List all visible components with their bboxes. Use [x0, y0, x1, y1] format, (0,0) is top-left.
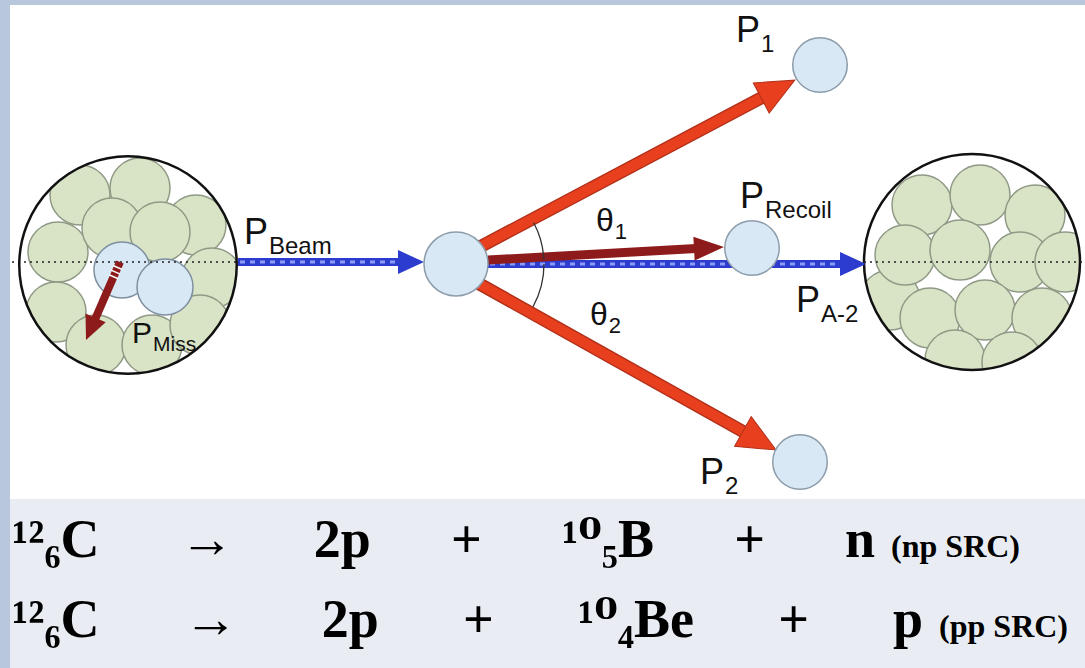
- momentum-symbol: P: [244, 214, 268, 250]
- angle-subscript: 2: [609, 315, 621, 337]
- momentum-subscript: 1: [761, 32, 774, 56]
- nucleon-ball: P1: [792, 37, 848, 93]
- angle-symbol: θ: [590, 298, 608, 330]
- momentum-subscript: Miss: [153, 333, 196, 354]
- nucleon: [930, 220, 990, 280]
- angle-arc: [534, 223, 544, 260]
- reaction-equation: ¹²₆C → 2p + ¹⁰₅B + n: [12, 512, 875, 566]
- angle-arc: [533, 264, 544, 307]
- angle-subscript: 1: [615, 221, 627, 243]
- momentum-symbol: P: [700, 454, 724, 490]
- target-nucleons: [26, 158, 242, 375]
- momentum-symbol: P: [740, 178, 764, 214]
- angle-symbol: θ: [596, 204, 614, 236]
- momentum-subscript: 2: [725, 474, 738, 498]
- beam-arrow: [238, 258, 400, 266]
- nucleon: [950, 165, 1010, 225]
- node-outline: [792, 37, 848, 93]
- momentum-subscript: A-2: [821, 302, 858, 326]
- struck-nucleon: [424, 232, 488, 296]
- ball-outline: [773, 435, 828, 490]
- equation-band: [10, 499, 1085, 668]
- residual-nucleons: [860, 165, 1085, 392]
- momentum-subscript: Recoil: [765, 198, 832, 222]
- proton-arrow: [474, 97, 763, 250]
- residual-arrow-pattern: [490, 263, 840, 266]
- nucleon: [925, 330, 985, 390]
- beam-arrow-pattern: [240, 261, 398, 264]
- proton-arrow-edge: [474, 97, 763, 250]
- ball-outline: [725, 221, 780, 276]
- reaction-equation: ¹²₆C → 2p + ¹⁰₄Be + p: [12, 592, 923, 646]
- missing-momentum-arrow: [95, 262, 120, 320]
- node-outline: [724, 220, 780, 276]
- nucleus-outline: [19, 156, 237, 374]
- nucleus-circle: PMiss: [18, 155, 238, 375]
- node-outline: [18, 155, 238, 375]
- momentum-subscript: Beam: [269, 234, 332, 258]
- nucleon-ball: PRecoil: [724, 220, 780, 276]
- nucleon-ball: P2: [772, 434, 828, 490]
- nucleon: [137, 259, 193, 315]
- proton-arrow: [476, 282, 745, 432]
- arrow-stripes: [109, 266, 122, 279]
- momentum-symbol: P: [132, 318, 152, 348]
- stripe: [111, 270, 120, 274]
- momentum-symbol: P: [736, 12, 760, 48]
- momentum-symbol: P: [796, 282, 820, 318]
- ball-outline: [793, 38, 848, 93]
- src-type: (np SRC): [891, 530, 1020, 562]
- panel: [10, 5, 1085, 499]
- proton-arrow-edge: [476, 282, 745, 432]
- recoil-arrow: [488, 249, 696, 261]
- nucleon: [875, 225, 935, 285]
- node-outline: [772, 434, 828, 490]
- stripe: [109, 275, 118, 279]
- nucleon: [66, 315, 126, 375]
- nucleon: [28, 222, 88, 282]
- stripe: [113, 266, 122, 270]
- src-type: (pp SRC): [939, 610, 1068, 642]
